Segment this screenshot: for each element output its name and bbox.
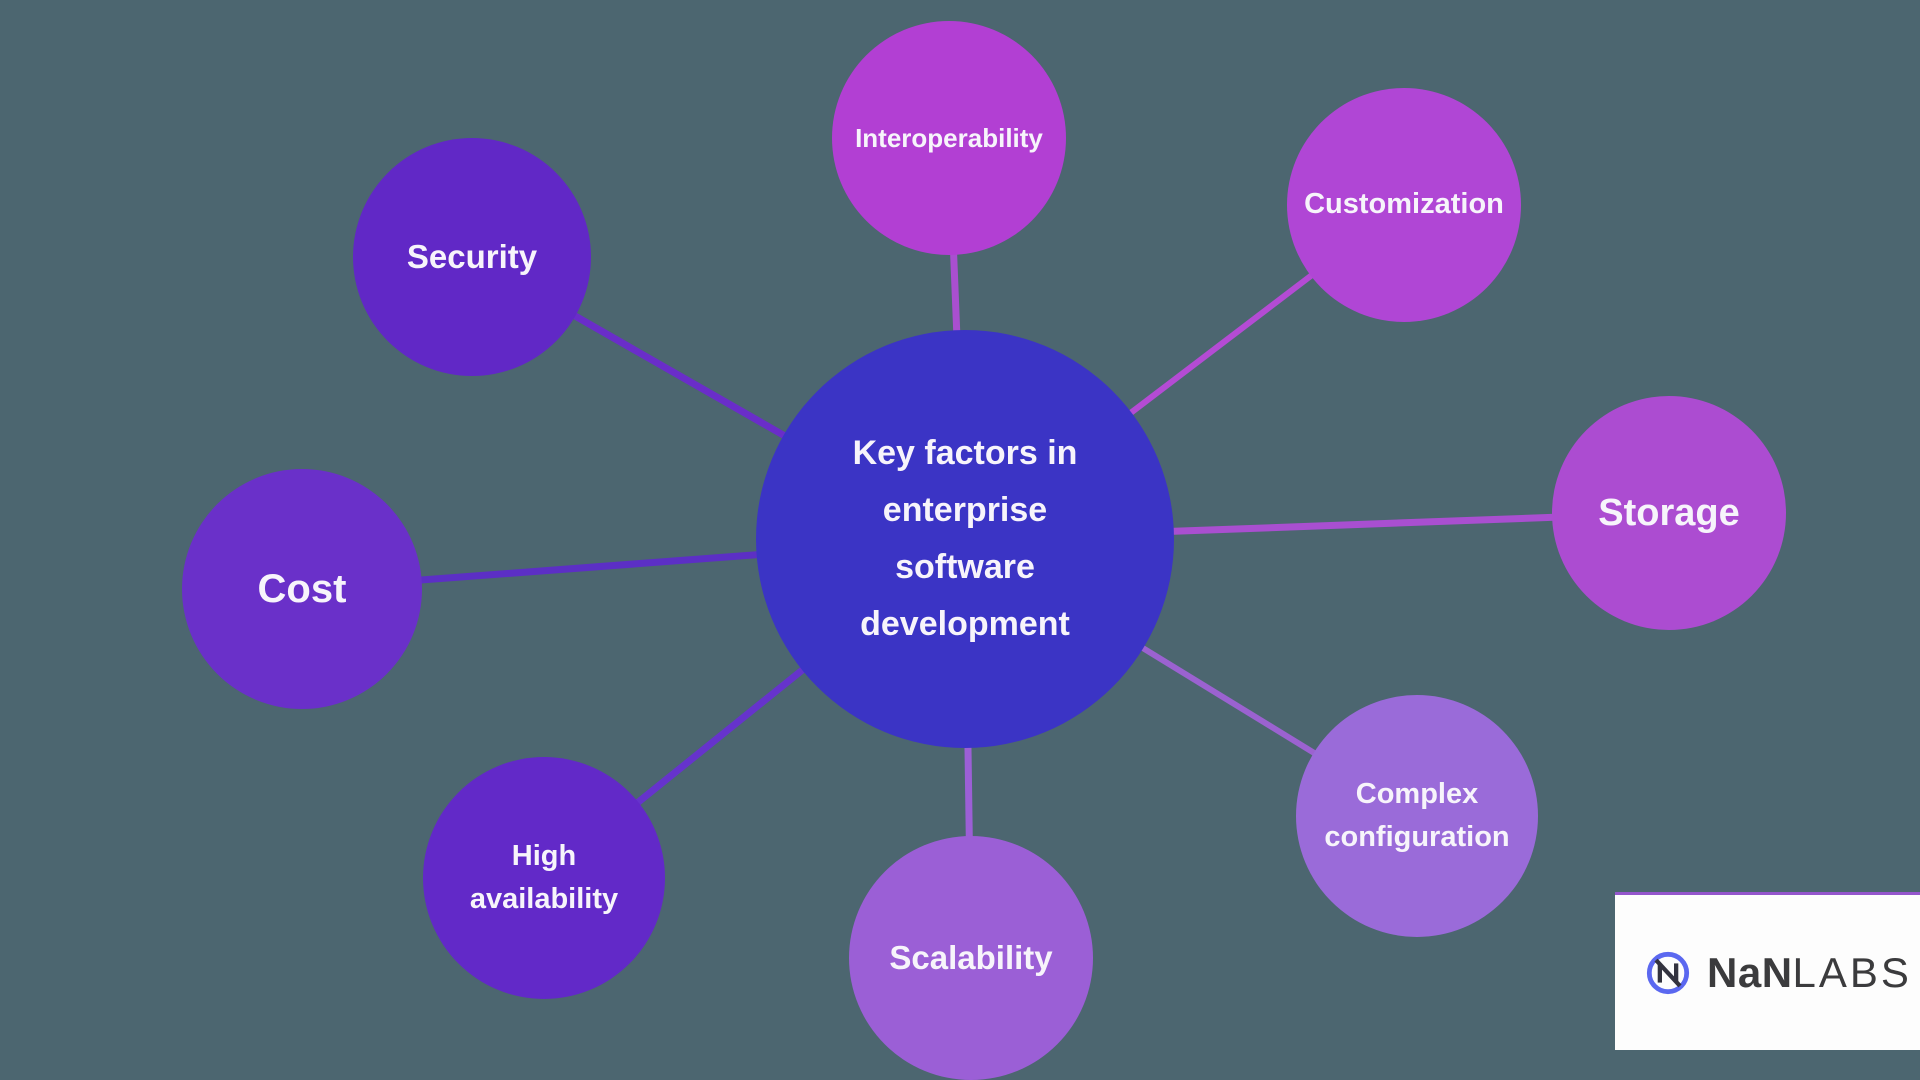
node-complex-configuration-label: Complex configuration	[1324, 777, 1510, 854]
logo-text-labs: LABS	[1792, 948, 1912, 996]
node-interoperability: Interoperability	[832, 21, 1066, 255]
node-scalability-label: Scalability	[889, 939, 1053, 977]
node-complex-configuration: Complex configuration	[1296, 695, 1538, 937]
node-storage: Storage	[1552, 396, 1786, 630]
logo-text-nan: NaN	[1707, 948, 1793, 996]
node-security-label: Security	[406, 238, 538, 276]
node-center: Key factors in enterprise software devel…	[756, 330, 1174, 748]
node-high-availability-label: High availability	[469, 839, 619, 916]
node-customization-label: Customization	[1304, 188, 1504, 221]
node-storage-label: Storage	[1598, 491, 1740, 534]
nanlabs-n-circle-icon	[1645, 950, 1691, 996]
node-high-availability: High availability	[423, 757, 665, 999]
node-scalability: Scalability	[849, 836, 1093, 1080]
logo-wordmark: NaN LABS	[1707, 949, 1912, 997]
node-cost: Cost	[182, 469, 422, 709]
node-security: Security	[353, 138, 591, 376]
node-interoperability-label: Interoperability	[855, 122, 1043, 153]
node-cost-label: Cost	[257, 567, 347, 611]
node-center-label: Key factors in enterprise software devel…	[852, 433, 1078, 644]
node-customization: Customization	[1287, 88, 1521, 322]
logo-panel: NaN LABS	[1615, 892, 1920, 1050]
